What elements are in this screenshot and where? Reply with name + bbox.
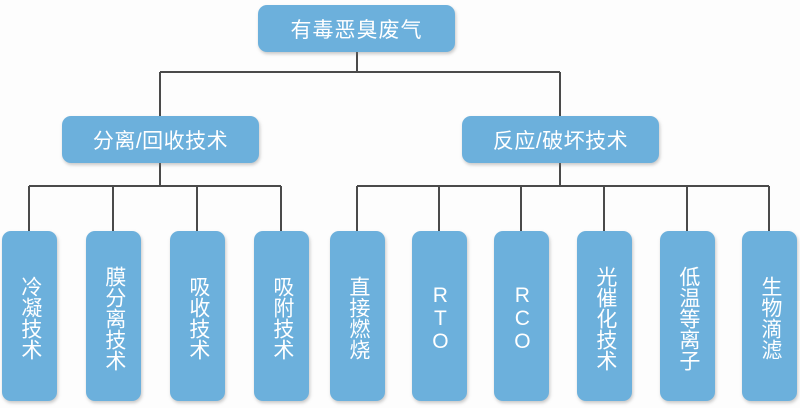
node-leaf-adsorption[interactable]: 吸附技术 (254, 231, 309, 401)
node-root[interactable]: 有毒恶臭废气 (258, 5, 455, 52)
node-leaf-biotrickling-filter[interactable]: 生物滴滤 (742, 231, 797, 401)
node-leaf-direct-combustion-label: 直接燃烧 (346, 276, 370, 360)
node-leaf-photocatalysis-label: 光催化技术 (593, 265, 617, 371)
node-leaf-rco-label: RCO (510, 283, 534, 353)
node-leaf-low-temp-plasma-label: 低温等离子 (676, 265, 700, 371)
node-leaf-absorption[interactable]: 吸收技术 (170, 231, 225, 401)
node-leaf-condensation-label: 冷凝技术 (18, 276, 42, 360)
node-branch-separation-recovery-label: 分离/回收技术 (92, 129, 229, 153)
node-leaf-biotrickling-filter-label: 生物滴滤 (758, 276, 782, 360)
node-branch-reaction-destruction-label: 反应/破坏技术 (492, 129, 629, 153)
node-root-label: 有毒恶臭废气 (290, 18, 423, 42)
node-leaf-rto[interactable]: RTO (412, 231, 467, 401)
node-leaf-membrane-separation-label: 膜分离技术 (102, 265, 126, 371)
node-leaf-membrane-separation[interactable]: 膜分离技术 (86, 231, 141, 401)
node-leaf-rco[interactable]: RCO (494, 231, 549, 401)
node-leaf-low-temp-plasma[interactable]: 低温等离子 (660, 231, 715, 401)
node-branch-reaction-destruction[interactable]: 反应/破坏技术 (462, 116, 659, 163)
node-branch-separation-recovery[interactable]: 分离/回收技术 (62, 116, 259, 163)
node-leaf-absorption-label: 吸收技术 (186, 276, 210, 360)
node-leaf-adsorption-label: 吸附技术 (270, 276, 294, 360)
node-leaf-rto-label: RTO (428, 283, 452, 353)
node-leaf-condensation[interactable]: 冷凝技术 (2, 231, 57, 401)
node-leaf-photocatalysis[interactable]: 光催化技术 (577, 231, 632, 401)
node-leaf-direct-combustion[interactable]: 直接燃烧 (330, 231, 385, 401)
